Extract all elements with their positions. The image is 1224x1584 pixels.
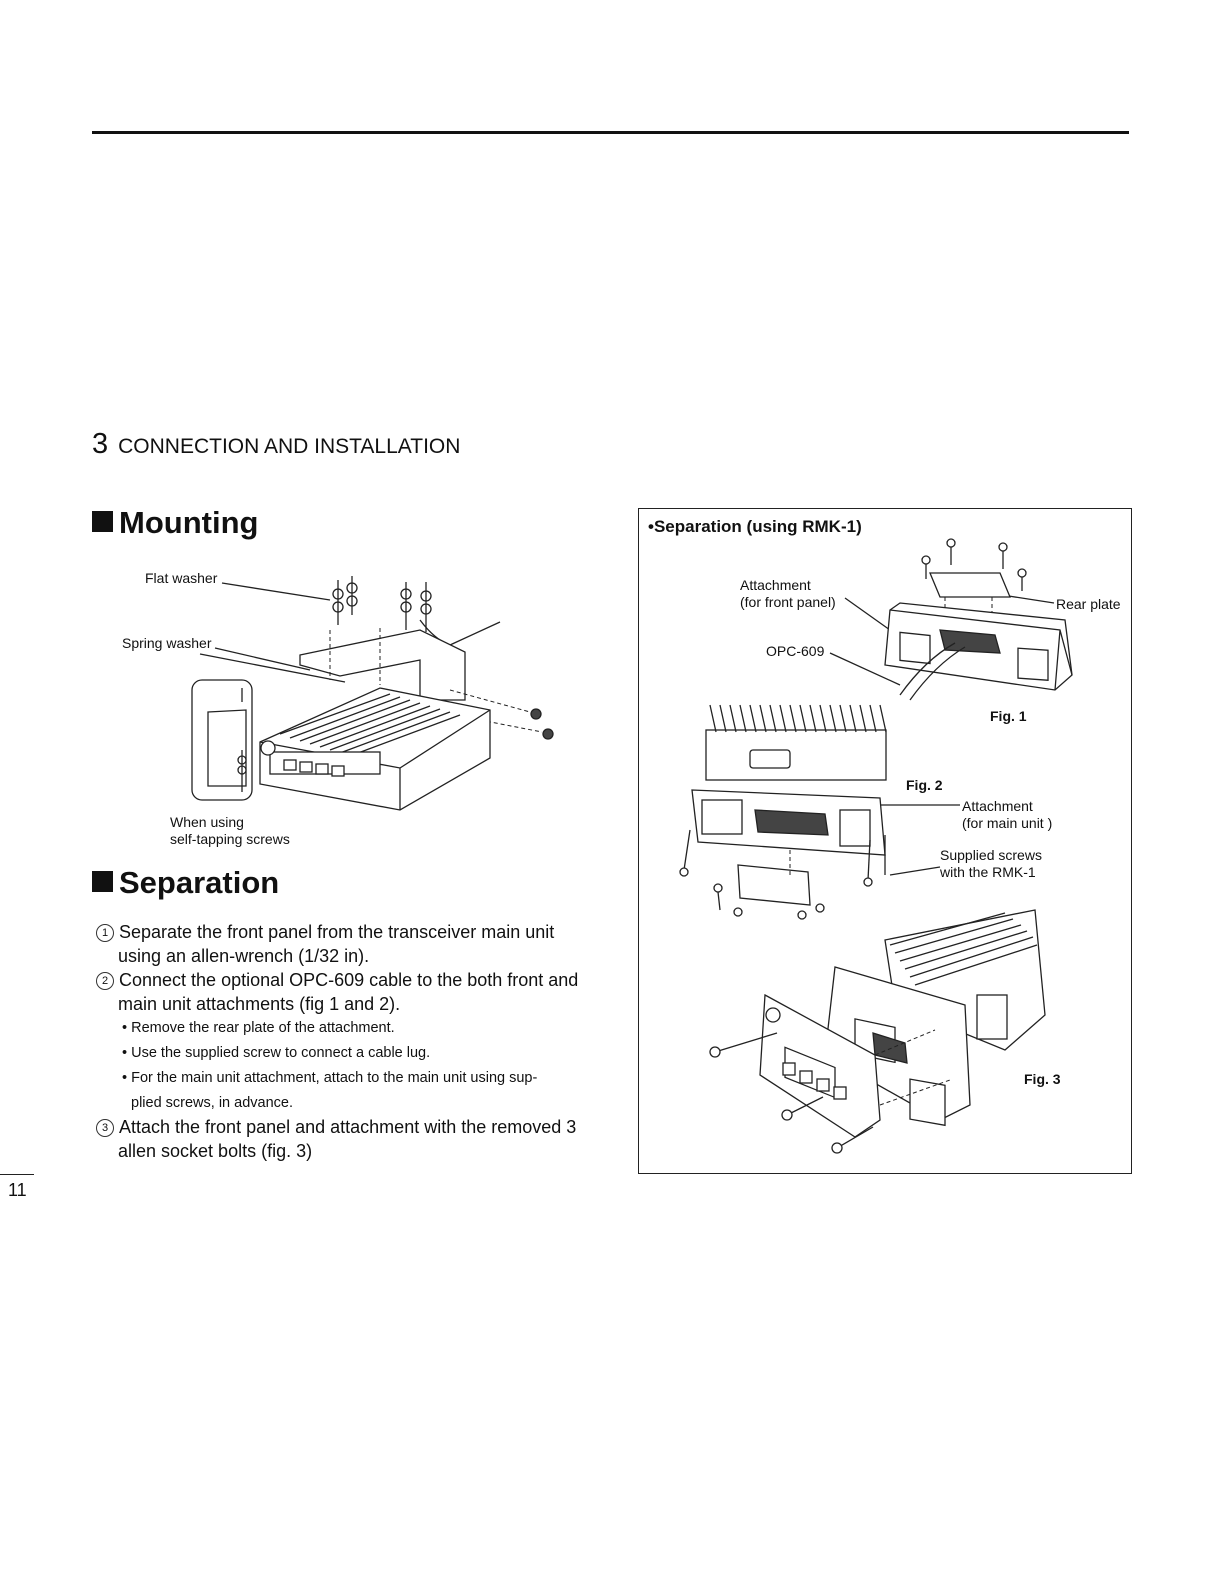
mounting-heading: Mounting xyxy=(92,505,258,541)
self-tapping-label-line2: self-tapping screws xyxy=(170,831,290,847)
self-tapping-label-line1: When using xyxy=(170,814,244,830)
fig-2-illustration xyxy=(679,704,960,920)
attachment-main-label-1: Attachment xyxy=(962,798,1033,814)
mounting-illustration xyxy=(191,576,554,811)
top-rule xyxy=(92,131,1129,134)
supplied-screws-label-1: Supplied screws xyxy=(940,847,1042,863)
attachment-main-label-2: (for main unit ) xyxy=(962,815,1053,831)
bullet-item: • For the main unit attachment, attach t… xyxy=(122,1070,538,1111)
fig-2-label: Fig. 2 xyxy=(906,777,943,793)
bullet-item: • Use the supplied screw to connect a ca… xyxy=(122,1045,431,1061)
attachment-front-label-2: (for front panel) xyxy=(740,594,836,610)
page-number-rule xyxy=(0,1174,34,1175)
step-number: 3 xyxy=(96,1119,114,1137)
spring-washer-label: Spring washer xyxy=(122,635,212,651)
fig-3-label: Fig. 3 xyxy=(1024,1071,1061,1087)
attachment-front-label-1: Attachment xyxy=(740,577,811,593)
flat-washer-label: Flat washer xyxy=(145,570,218,586)
fig-1-illustration xyxy=(829,538,1073,701)
square-bullet-icon xyxy=(92,871,113,892)
separation-rmk1-box xyxy=(638,508,1132,1174)
fig-1-label: Fig. 1 xyxy=(990,708,1027,724)
supplied-screws-label-2: with the RMK-1 xyxy=(940,864,1036,880)
box-title: •Separation (using RMK-1) xyxy=(648,517,862,536)
bullet-item: • Remove the rear plate of the attachmen… xyxy=(122,1020,395,1036)
chapter-header: 3 CONNECTION AND INSTALLATION xyxy=(92,428,460,461)
page-number: 11 xyxy=(8,1180,27,1200)
chapter-number: 3 xyxy=(92,428,109,460)
rear-plate-label: Rear plate xyxy=(1056,596,1121,612)
step-number: 1 xyxy=(96,924,114,942)
chapter-title: CONNECTION AND INSTALLATION xyxy=(118,435,461,458)
separation-heading: Separation xyxy=(92,865,279,901)
opc-609-label: OPC-609 xyxy=(766,643,825,659)
fig-3-illustration xyxy=(709,909,1046,1154)
step-number: 2 xyxy=(96,972,114,990)
square-bullet-icon xyxy=(92,511,113,532)
